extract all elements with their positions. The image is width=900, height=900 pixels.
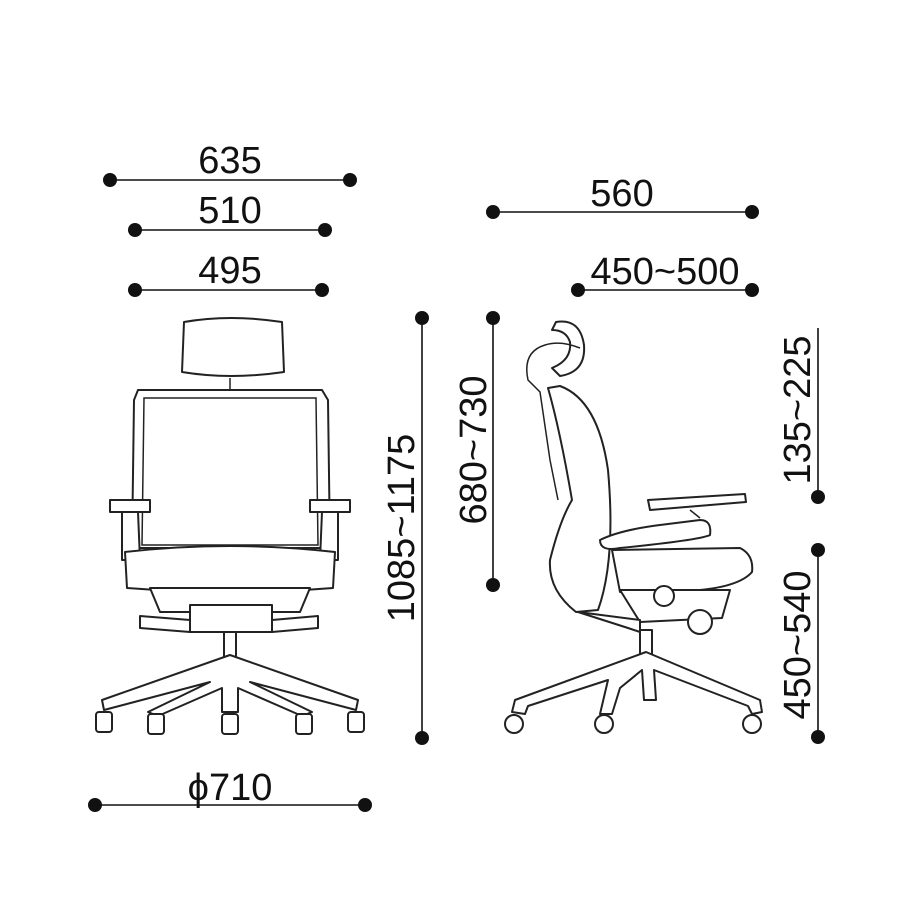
dim-back-width: 510 bbox=[128, 190, 332, 237]
chair-front-view bbox=[95, 317, 365, 735]
tension-knob bbox=[653, 585, 675, 607]
dim-overall-height: 1085~1175 bbox=[381, 311, 429, 745]
label-back-height: 680~730 bbox=[453, 376, 495, 525]
label-seat-height: 450~540 bbox=[777, 571, 819, 720]
tilt-lock-knob bbox=[687, 609, 713, 635]
label-back-width: 510 bbox=[198, 190, 261, 232]
caster-side bbox=[594, 714, 614, 734]
dim-armrest-height: 135~225 bbox=[777, 328, 825, 504]
headrest-front bbox=[181, 317, 285, 377]
dim-back-height: 680~730 bbox=[453, 311, 500, 592]
label-armrest-height: 135~225 bbox=[777, 336, 819, 485]
label-seat-depth: 450~500 bbox=[591, 251, 740, 293]
base-star-side bbox=[511, 651, 763, 715]
dim-seat-height: 450~540 bbox=[777, 543, 825, 744]
arm-support-side bbox=[599, 519, 712, 550]
backrest-side bbox=[547, 385, 612, 613]
dim-base-diameter: ϕ710 bbox=[88, 767, 372, 812]
headrest-side bbox=[551, 320, 586, 377]
label-overall-depth: 560 bbox=[590, 173, 653, 215]
seat-side bbox=[611, 547, 754, 593]
label-seat-width: 495 bbox=[198, 250, 261, 292]
label-base-diameter: ϕ710 bbox=[188, 767, 273, 809]
armrest-pads-front bbox=[109, 499, 351, 513]
dim-seat-depth: 450~500 bbox=[571, 251, 759, 297]
caster-side bbox=[504, 714, 524, 734]
armrest-pad-side bbox=[647, 493, 747, 511]
label-overall-height: 1085~1175 bbox=[381, 434, 423, 622]
casters-front bbox=[95, 711, 365, 735]
chair-side-view bbox=[504, 320, 763, 734]
dim-seat-width: 495 bbox=[128, 250, 329, 297]
label-overall-width: 635 bbox=[198, 140, 261, 182]
dim-overall-width: 635 bbox=[103, 140, 357, 187]
caster-side bbox=[742, 714, 762, 734]
base-star-front bbox=[101, 654, 359, 717]
seat-front bbox=[124, 545, 336, 593]
dim-overall-depth: 560 bbox=[486, 173, 759, 219]
backrest-front bbox=[131, 389, 331, 549]
